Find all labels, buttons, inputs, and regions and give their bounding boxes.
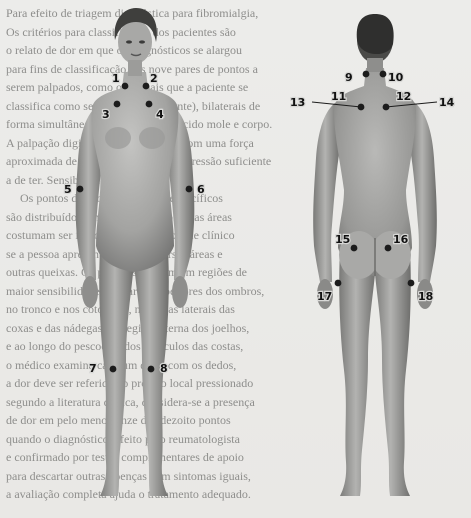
front-eye-left	[126, 40, 132, 43]
tender-point-10	[380, 71, 387, 78]
front-left-hand	[82, 276, 98, 308]
tender-point-5	[77, 186, 84, 193]
tender-point-4	[146, 101, 153, 108]
back-left-leg	[339, 250, 376, 496]
front-eye-right	[139, 40, 145, 43]
label-7: 7	[89, 362, 97, 375]
label-6: 6	[197, 183, 205, 196]
label-5: 5	[64, 183, 72, 196]
front-chest-left	[105, 127, 131, 149]
label-10: 10	[388, 71, 404, 84]
tender-point-15	[351, 245, 358, 252]
label-4: 4	[156, 108, 164, 121]
label-8: 8	[160, 362, 168, 375]
front-neck	[128, 60, 142, 76]
front-torso	[92, 72, 179, 272]
tender-point-17	[335, 280, 342, 287]
tender-point-18	[408, 280, 415, 287]
back-neck	[367, 58, 383, 72]
tender-point-7	[110, 366, 117, 373]
label-15: 15	[335, 233, 350, 246]
front-left-leg	[99, 248, 134, 496]
label-9: 9	[345, 71, 353, 84]
label-2: 2	[150, 72, 158, 85]
tender-point-16	[385, 245, 392, 252]
front-head	[118, 20, 152, 64]
tender-point-1	[122, 83, 129, 90]
back-right-leg	[374, 250, 411, 496]
label-16: 16	[393, 233, 409, 246]
label-3: 3	[102, 108, 110, 121]
tender-point-9	[363, 71, 370, 78]
tender-point-6	[186, 186, 193, 193]
label-13: 13	[290, 96, 305, 109]
tender-point-3	[114, 101, 121, 108]
tender-point-2	[143, 83, 150, 90]
front-figure	[76, 8, 195, 496]
label-18: 18	[418, 290, 433, 303]
label-11: 11	[331, 90, 346, 103]
front-chest-right	[139, 127, 165, 149]
label-14: 14	[439, 96, 455, 109]
back-figure	[313, 14, 437, 496]
back-hair	[357, 14, 394, 54]
front-right-hand	[172, 276, 188, 308]
tender-point-8	[148, 366, 155, 373]
label-12: 12	[396, 90, 411, 103]
label-1: 1	[112, 72, 120, 85]
label-17: 17	[317, 290, 332, 303]
